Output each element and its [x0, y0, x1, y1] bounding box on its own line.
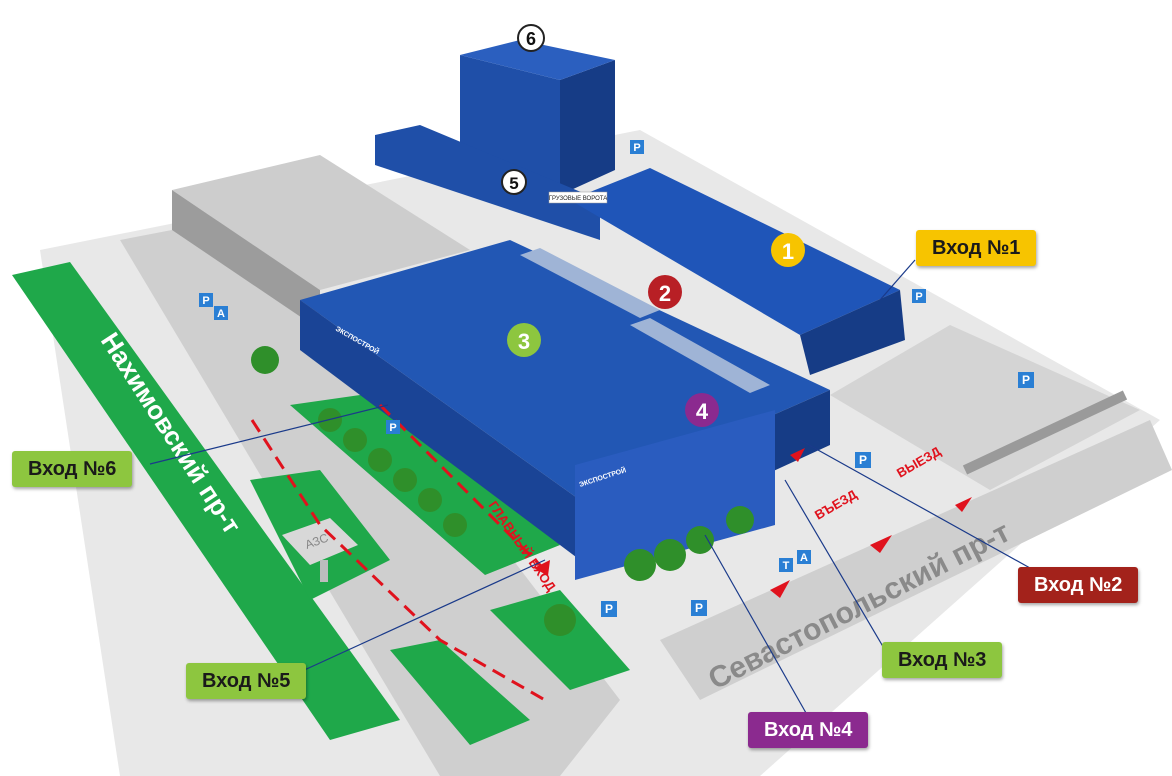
- entrance-label-2[interactable]: Вход №2: [1018, 567, 1139, 603]
- entrance-label-5[interactable]: Вход №5: [186, 663, 307, 699]
- svg-text:P: P: [633, 142, 640, 154]
- main-hall-front-wall: [300, 300, 580, 560]
- entrance-label-3[interactable]: Вход №3: [882, 642, 1003, 678]
- badge-1-text: 1: [782, 239, 794, 264]
- parking-sign: P: [630, 140, 644, 154]
- svg-text:P: P: [1022, 373, 1030, 387]
- trees: [251, 346, 754, 636]
- green-lawn-2: [490, 590, 630, 690]
- badge-6-text: 6: [526, 29, 536, 49]
- badge-building-2[interactable]: 2: [648, 275, 682, 309]
- badge-building-6[interactable]: 6: [517, 24, 545, 52]
- entrance-label-6[interactable]: Вход №6: [12, 451, 133, 487]
- badge-building-4[interactable]: 4: [685, 393, 719, 427]
- badge-3-text: 3: [518, 329, 530, 354]
- entrance-label-4-text: Вход №4: [764, 719, 853, 741]
- route-nakhimovsky: [250, 419, 546, 702]
- svg-text:P: P: [915, 291, 922, 303]
- skylight-2: [630, 318, 770, 393]
- svg-text:ГРУЗОВЫЕ ВОРОТА: ГРУЗОВЫЕ ВОРОТА: [549, 196, 607, 202]
- building-6-roof: [460, 40, 615, 80]
- gray-warehouse-wall: [172, 190, 320, 330]
- parking-sign: P: [199, 293, 213, 307]
- building-6-side: [560, 60, 615, 195]
- parking-sign: P: [1018, 372, 1034, 388]
- svg-text:P: P: [202, 295, 209, 307]
- svg-text:A: A: [800, 552, 808, 564]
- taxi-sign: T: [779, 558, 793, 572]
- arrow-marker: [534, 560, 550, 576]
- badge-building-5[interactable]: 5: [501, 169, 527, 195]
- skylight-1: [520, 248, 660, 318]
- arrow-marker: [955, 497, 972, 512]
- building-4-front: [575, 410, 775, 580]
- parking-lot: [830, 325, 1140, 490]
- building-1-wall: [800, 290, 905, 375]
- parking-sign: P: [912, 289, 926, 303]
- parking-sign: P: [691, 600, 707, 616]
- gas-station-column: [320, 560, 328, 582]
- badge-building-1[interactable]: 1: [771, 233, 805, 267]
- entrance-label-3-text: Вход №3: [898, 649, 987, 671]
- svg-text:P: P: [605, 602, 613, 616]
- badge-5-text: 5: [509, 174, 518, 193]
- svg-text:P: P: [389, 422, 396, 434]
- badge-building-3[interactable]: 3: [507, 323, 541, 357]
- green-strip-nakhimovsky: [12, 262, 400, 740]
- bus-sign: A: [797, 550, 811, 564]
- sevastopolsky-road: [660, 420, 1172, 700]
- building-5-block: [375, 125, 600, 240]
- svg-text:A: A: [217, 308, 225, 320]
- green-lawn-3: [390, 640, 530, 745]
- building-1-roof: [570, 168, 900, 335]
- entrance-label-2-text: Вход №2: [1034, 574, 1123, 596]
- entrance-label-6-text: Вход №6: [28, 458, 117, 480]
- route-main-entrance: [378, 403, 547, 572]
- parking-sign: P: [855, 452, 871, 468]
- parking-fence: [962, 390, 1128, 475]
- parking-sign: P: [601, 601, 617, 617]
- gray-warehouse-roof: [172, 155, 470, 290]
- entrance-label-5-text: Вход №5: [202, 670, 291, 692]
- gas-station-roof: [282, 518, 358, 565]
- entrance-label-1[interactable]: Вход №1: [916, 230, 1037, 266]
- badge-2-text: 2: [659, 281, 671, 306]
- arrow-marker: [790, 448, 805, 462]
- svg-text:P: P: [859, 453, 867, 467]
- cargo-gate-sign: ГРУЗОВЫЕ ВОРОТА: [548, 191, 608, 204]
- arrow-marker: [770, 580, 790, 598]
- leader-lines: [149, 259, 1031, 721]
- svg-text:P: P: [695, 601, 703, 615]
- bus-sign: A: [214, 306, 228, 320]
- svg-text:T: T: [783, 560, 790, 572]
- entrance-label-4[interactable]: Вход №4: [748, 712, 869, 748]
- nakhimovsky-road: [120, 215, 620, 776]
- entrance-label-1-text: Вход №1: [932, 237, 1021, 259]
- parking-sign: P: [386, 420, 400, 434]
- badge-4-text: 4: [696, 399, 709, 424]
- arrow-marker: [870, 535, 892, 553]
